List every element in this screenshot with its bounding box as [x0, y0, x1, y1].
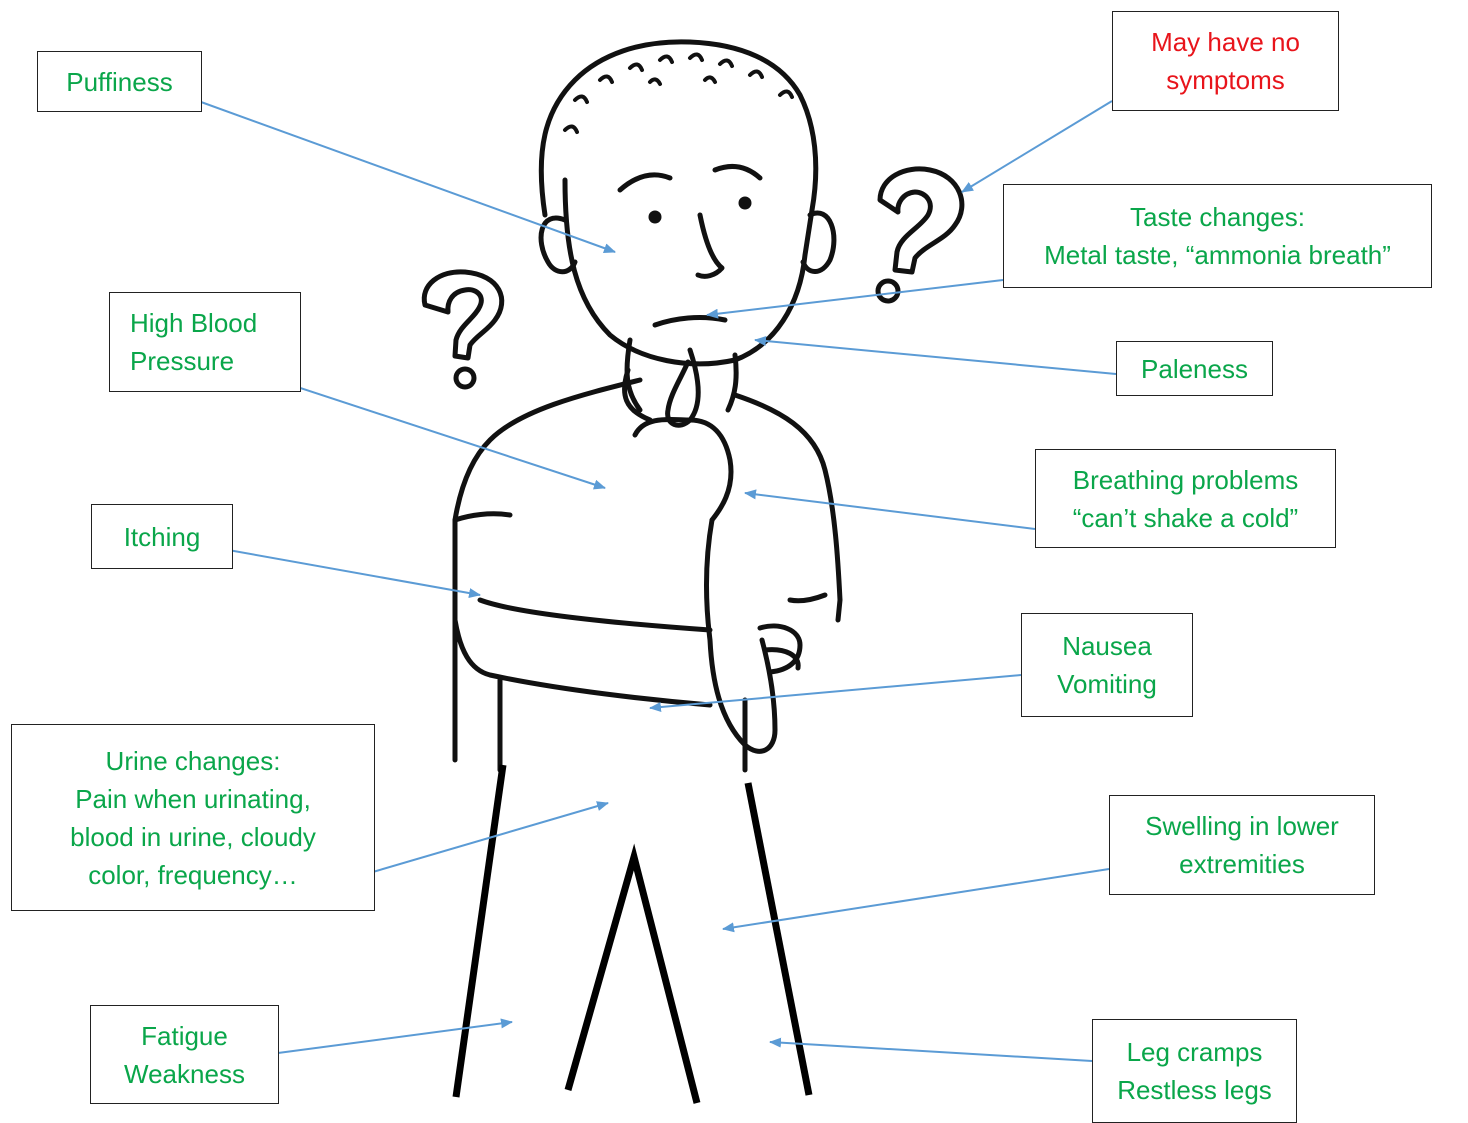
label-line: Puffiness [66, 66, 173, 97]
label-line: Weakness [124, 1058, 245, 1089]
label-nausea-vomiting: Nausea Vomiting [1021, 613, 1193, 717]
arrow-leg-cramps [769, 1037, 1093, 1062]
label-swelling: Swelling in lower extremities [1109, 795, 1375, 895]
label-line: May have no [1151, 27, 1300, 57]
thinking-person-icon [452, 39, 843, 773]
label-line: symptoms [1166, 65, 1285, 95]
label-line: Metal taste, “ammonia breath” [1044, 240, 1391, 270]
label-line: Pressure [130, 346, 235, 376]
label-line: Itching [123, 521, 201, 552]
label-line: Breathing problems [1072, 464, 1299, 495]
label-breathing-problems: Breathing problems “can’t shake a cold” [1035, 449, 1336, 548]
label-leg-cramps: Leg cramps Restless legs [1092, 1019, 1297, 1123]
label-line: Leg cramps [1126, 1037, 1263, 1067]
label-taste-changes: Taste changes: Metal taste, “ammonia bre… [1003, 184, 1432, 288]
arrow-puffiness [189, 97, 616, 253]
label-line: Swelling in lower [1145, 811, 1339, 841]
question-mark-icon [875, 166, 965, 304]
label-line: “can’t shake a cold” [1072, 502, 1299, 533]
arrow-no-symptoms [961, 100, 1113, 193]
label-line: Nausea [1062, 631, 1152, 661]
arrow-taste [706, 279, 1004, 319]
arrow-nausea [649, 674, 1022, 713]
label-line: Restless legs [1117, 1075, 1272, 1105]
label-line: Fatigue [141, 1020, 228, 1051]
label-high-blood-pressure: High Blood Pressure [109, 292, 301, 392]
label-line: Paleness [1141, 353, 1248, 384]
label-line: extremities [1179, 849, 1305, 879]
label-puffiness: Puffiness [37, 51, 202, 112]
legs-icon [452, 764, 813, 1104]
arrow-blood-pressure [275, 379, 606, 490]
arrow-fatigue [277, 1018, 513, 1054]
label-line: Urine changes: [105, 745, 281, 776]
label-line: Taste changes: [1130, 202, 1305, 232]
label-fatigue-weakness: Fatigue Weakness [90, 1005, 279, 1104]
arrow-breathing [744, 489, 1036, 530]
label-line: Vomiting [1057, 669, 1157, 699]
label-no-symptoms: May have no symptoms [1112, 11, 1339, 111]
arrow-swelling [722, 868, 1110, 933]
arrow-urine [341, 801, 609, 882]
arrows [189, 97, 1117, 1062]
label-paleness: Paleness [1116, 341, 1273, 396]
label-line: color, frequency… [88, 859, 298, 890]
arrow-paleness [754, 336, 1117, 375]
label-line: blood in urine, cloudy [70, 821, 316, 852]
question-mark-icon [421, 269, 505, 390]
arrow-itching [216, 547, 481, 598]
label-urine-changes: Urine changes: Pain when urinating, bloo… [11, 724, 375, 911]
label-line: Pain when urinating, [75, 783, 311, 814]
label-itching: Itching [91, 504, 233, 569]
label-line: High Blood [130, 308, 258, 338]
